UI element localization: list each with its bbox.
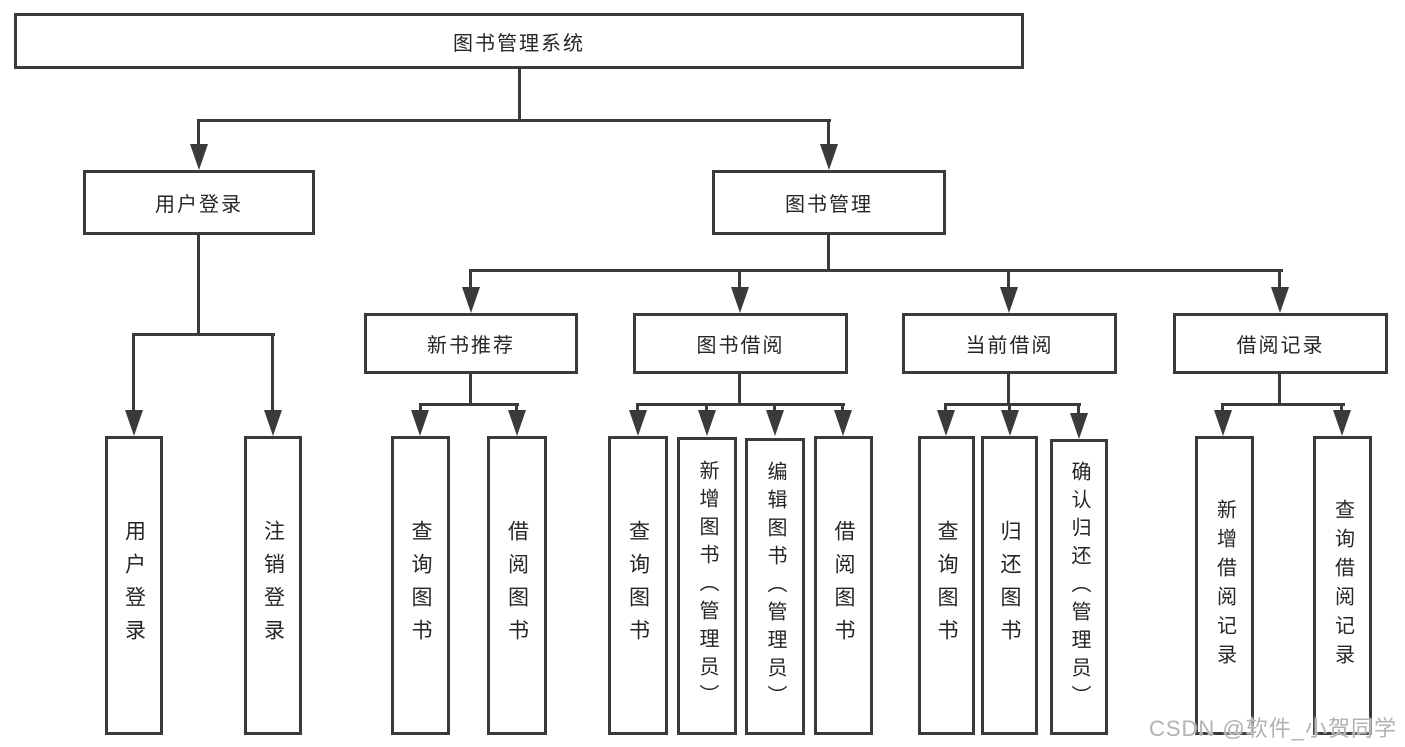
leaf-query-books: 查询图书	[918, 436, 975, 735]
node-root: 图书管理系统	[14, 13, 1024, 69]
connector-line	[1278, 374, 1281, 405]
connector-line	[518, 69, 521, 121]
connector-line	[132, 333, 275, 336]
connector-line	[1007, 269, 1010, 289]
leaf-query-books: 查询图书	[608, 436, 668, 735]
leaf-label: 编辑图书（管理员）	[764, 460, 786, 713]
arrow-down-icon	[1000, 287, 1018, 313]
connector-line	[419, 403, 422, 415]
arrow-down-icon	[698, 410, 716, 436]
leaf-add-borrow-record: 新增借阅记录	[1195, 436, 1254, 735]
leaf-label: 借阅图书	[505, 519, 529, 652]
leaf-label: 查询图书	[626, 519, 650, 652]
connector-line	[197, 119, 200, 149]
leaf-confirm-return-admin: 确认归还（管理员）	[1050, 439, 1108, 735]
connector-line	[738, 374, 741, 405]
leaf-label: 新增图书（管理员）	[696, 460, 718, 712]
leaf-query-books: 查询图书	[391, 436, 450, 735]
arrow-down-icon	[411, 410, 429, 436]
connector-line	[469, 269, 472, 289]
leaf-label: 新增借阅记录	[1213, 498, 1236, 673]
leaf-label: 借阅图书	[832, 519, 855, 652]
arrow-down-icon	[766, 410, 784, 436]
arrow-down-icon	[820, 144, 838, 170]
leaf-query-borrow-record: 查询借阅记录	[1313, 436, 1372, 735]
node-label: 当前借阅	[965, 335, 1054, 357]
leaf-add-book-admin: 新增图书（管理员）	[677, 437, 737, 735]
leaf-user-login: 用户登录	[105, 436, 163, 735]
arrow-down-icon	[508, 410, 526, 436]
connector-line	[197, 235, 200, 335]
leaf-label: 查询借阅记录	[1331, 498, 1354, 673]
leaf-label: 查询图书	[935, 519, 958, 652]
connector-line	[1008, 403, 1011, 415]
connector-line	[132, 333, 135, 411]
connector-line	[944, 403, 1081, 406]
connector-line	[515, 403, 518, 415]
node-book-borrowing: 图书借阅	[633, 313, 848, 374]
connector-line	[1278, 269, 1281, 289]
connector-line	[841, 403, 844, 415]
node-user-login: 用户登录	[83, 170, 315, 235]
connector-line	[944, 403, 947, 415]
arrow-down-icon	[1070, 413, 1088, 439]
arrow-down-icon	[1271, 287, 1289, 313]
node-label: 图书借阅	[696, 335, 785, 357]
node-new-book-recommendation: 新书推荐	[364, 313, 578, 374]
connector-line	[469, 374, 472, 405]
arrow-down-icon	[937, 410, 955, 436]
connector-line	[1007, 374, 1010, 405]
leaf-label: 注销登录	[261, 519, 285, 652]
arrow-down-icon	[1001, 410, 1019, 436]
arrow-down-icon	[731, 287, 749, 313]
connector-line	[1077, 403, 1080, 415]
node-current-borrowing: 当前借阅	[902, 313, 1117, 374]
connector-line	[197, 119, 831, 122]
connector-line	[1221, 403, 1345, 406]
arrow-down-icon	[1333, 410, 1351, 436]
connector-line	[827, 119, 830, 149]
arrow-down-icon	[264, 410, 282, 436]
connector-line	[469, 269, 1283, 272]
node-label: 新书推荐	[427, 335, 515, 357]
connector-line	[636, 403, 639, 415]
node-book-management-label: 图书管理	[785, 194, 873, 216]
node-user-login-label: 用户登录	[155, 194, 243, 216]
arrow-down-icon	[190, 144, 208, 170]
connector-line	[738, 269, 741, 289]
leaf-borrow-books: 借阅图书	[487, 436, 547, 735]
leaf-logout: 注销登录	[244, 436, 302, 735]
arrow-down-icon	[462, 287, 480, 313]
connector-line	[705, 403, 708, 415]
watermark: CSDN @软件_小贺同学	[1148, 716, 1397, 741]
node-label: 借阅记录	[1236, 335, 1325, 357]
arrow-down-icon	[125, 410, 143, 436]
arrow-down-icon	[1214, 410, 1232, 436]
leaf-label: 用户登录	[122, 519, 146, 652]
leaf-label: 确认归还（管理员）	[1068, 461, 1090, 713]
leaf-borrow-books: 借阅图书	[814, 436, 873, 735]
node-borrowing-records: 借阅记录	[1173, 313, 1388, 374]
connector-line	[271, 333, 274, 411]
connector-line	[1340, 403, 1343, 415]
leaf-label: 查询图书	[409, 519, 432, 652]
connector-line	[827, 235, 830, 271]
arrow-down-icon	[629, 410, 647, 436]
leaf-return-books: 归还图书	[981, 436, 1038, 735]
arrow-down-icon	[834, 410, 852, 436]
leaf-edit-book-admin: 编辑图书（管理员）	[745, 438, 805, 735]
leaf-label: 归还图书	[998, 519, 1021, 652]
connector-line	[419, 403, 519, 406]
node-root-label: 图书管理系统	[453, 32, 585, 55]
connector-line	[1221, 403, 1224, 415]
connector-line	[636, 403, 845, 406]
connector-line	[773, 403, 776, 415]
node-book-management: 图书管理	[712, 170, 946, 235]
